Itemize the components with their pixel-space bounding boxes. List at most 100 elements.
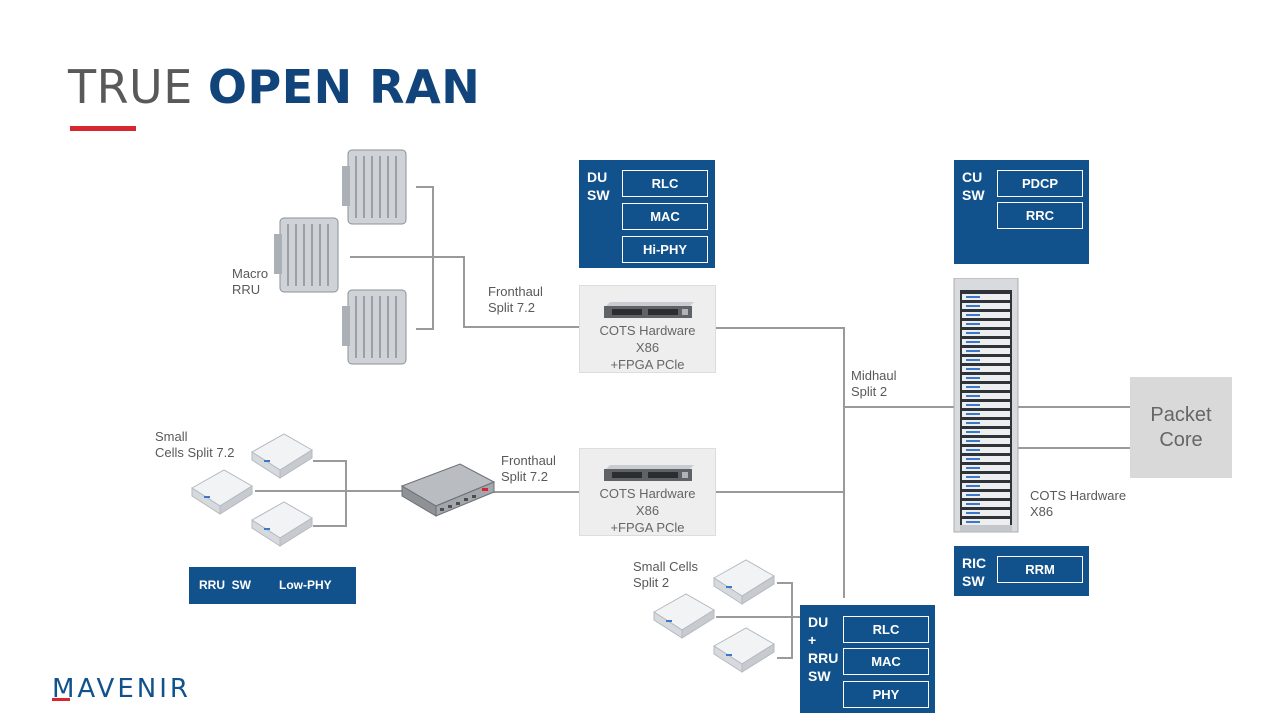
rack-unit-led: [966, 341, 980, 343]
rack-unit: [962, 501, 1010, 507]
rack-unit: [962, 312, 1010, 318]
rack-unit: [962, 510, 1010, 516]
rack-unit: [962, 483, 1010, 489]
rack-unit-led: [966, 521, 980, 523]
split2-bracket: [777, 582, 793, 659]
small-cell-icon: [713, 559, 775, 605]
midhaul-trunk: [716, 327, 845, 598]
rack-unit-led: [966, 323, 980, 325]
rack-unit: [962, 375, 1010, 381]
rack-unit-led: [966, 359, 980, 361]
rack-unit-led: [966, 431, 980, 433]
rack-unit-led: [966, 422, 980, 424]
rack-unit: [962, 402, 1010, 408]
phy-block: PHY: [843, 681, 929, 708]
rack-unit-led: [966, 476, 980, 478]
rrm-block: RRM: [997, 556, 1083, 583]
macro-rru-icon: [342, 149, 407, 225]
rack-unit: [962, 339, 1010, 345]
rack-unit: [962, 429, 1010, 435]
rack-unit-led: [966, 449, 980, 451]
server-icon: [603, 465, 694, 481]
rack-unit: [962, 420, 1010, 426]
rack-unit-led: [966, 467, 980, 469]
small-cell-icon: [251, 433, 313, 479]
rack-unit: [962, 456, 1010, 462]
rru-sw-label: RRU SW: [199, 578, 251, 592]
rru-sw-box: RRU SW Low-PHY: [189, 567, 356, 604]
page-title: TRUE OPEN RAN: [68, 64, 480, 110]
pdcp-block: PDCP: [997, 170, 1083, 197]
network-switch-icon: [400, 463, 496, 517]
server-icon: [603, 302, 694, 318]
rack-unit-led: [966, 485, 980, 487]
rack-unit: [962, 348, 1010, 354]
rack-unit-led: [966, 494, 980, 496]
small-cell-icon: [713, 627, 775, 673]
rack-unit: [962, 384, 1010, 390]
rack-unit: [962, 438, 1010, 444]
rack-unit-led: [966, 368, 980, 370]
rack-unit-led: [966, 377, 980, 379]
mac-block: MAC: [622, 203, 708, 230]
small-cells-bracket: [313, 460, 347, 527]
mac-block: MAC: [843, 648, 929, 675]
rack-unit-led: [966, 404, 980, 406]
rlc-block: RLC: [622, 170, 708, 197]
rack-unit: [962, 366, 1010, 372]
rack-unit-led: [966, 440, 980, 442]
small-cell-icon: [251, 501, 313, 547]
server-rack-icon: [953, 278, 1019, 533]
title-part2: OPEN RAN: [207, 60, 481, 114]
rack-unit: [962, 519, 1010, 525]
rack-unit: [962, 321, 1010, 327]
rack-unit: [962, 465, 1010, 471]
rlc-block: RLC: [843, 616, 929, 643]
rack-unit: [962, 330, 1010, 336]
macro-rru-icon: [274, 217, 339, 293]
macro-rru-icon: [342, 289, 407, 365]
rack-unit-led: [966, 305, 980, 307]
logo-accent: [52, 698, 70, 701]
rack-unit-led: [966, 296, 980, 298]
rack-unit: [962, 411, 1010, 417]
rack-unit-led: [966, 350, 980, 352]
rack-unit: [962, 474, 1010, 480]
small-cell-icon: [191, 469, 253, 515]
small-cell-icon: [653, 593, 715, 639]
rack-unit-led: [966, 512, 980, 514]
title-underline: [70, 126, 136, 131]
mavenir-logo: MAVENIR: [52, 674, 191, 704]
rack-unit: [962, 393, 1010, 399]
low-phy-block: Low-PHY: [279, 578, 332, 592]
title-part1: TRUE: [68, 60, 193, 114]
rack-unit-led: [966, 332, 980, 334]
rack-unit: [962, 303, 1010, 309]
rack-unit-led: [966, 314, 980, 316]
rack-unit: [962, 447, 1010, 453]
rack-unit: [962, 492, 1010, 498]
rack-unit-led: [966, 386, 980, 388]
rack-unit-led: [966, 413, 980, 415]
hi-phy-block: Hi-PHY: [622, 236, 708, 263]
rrc-block: RRC: [997, 202, 1083, 229]
fronthaul-top-line: [350, 256, 579, 328]
rack-unit-led: [966, 395, 980, 397]
